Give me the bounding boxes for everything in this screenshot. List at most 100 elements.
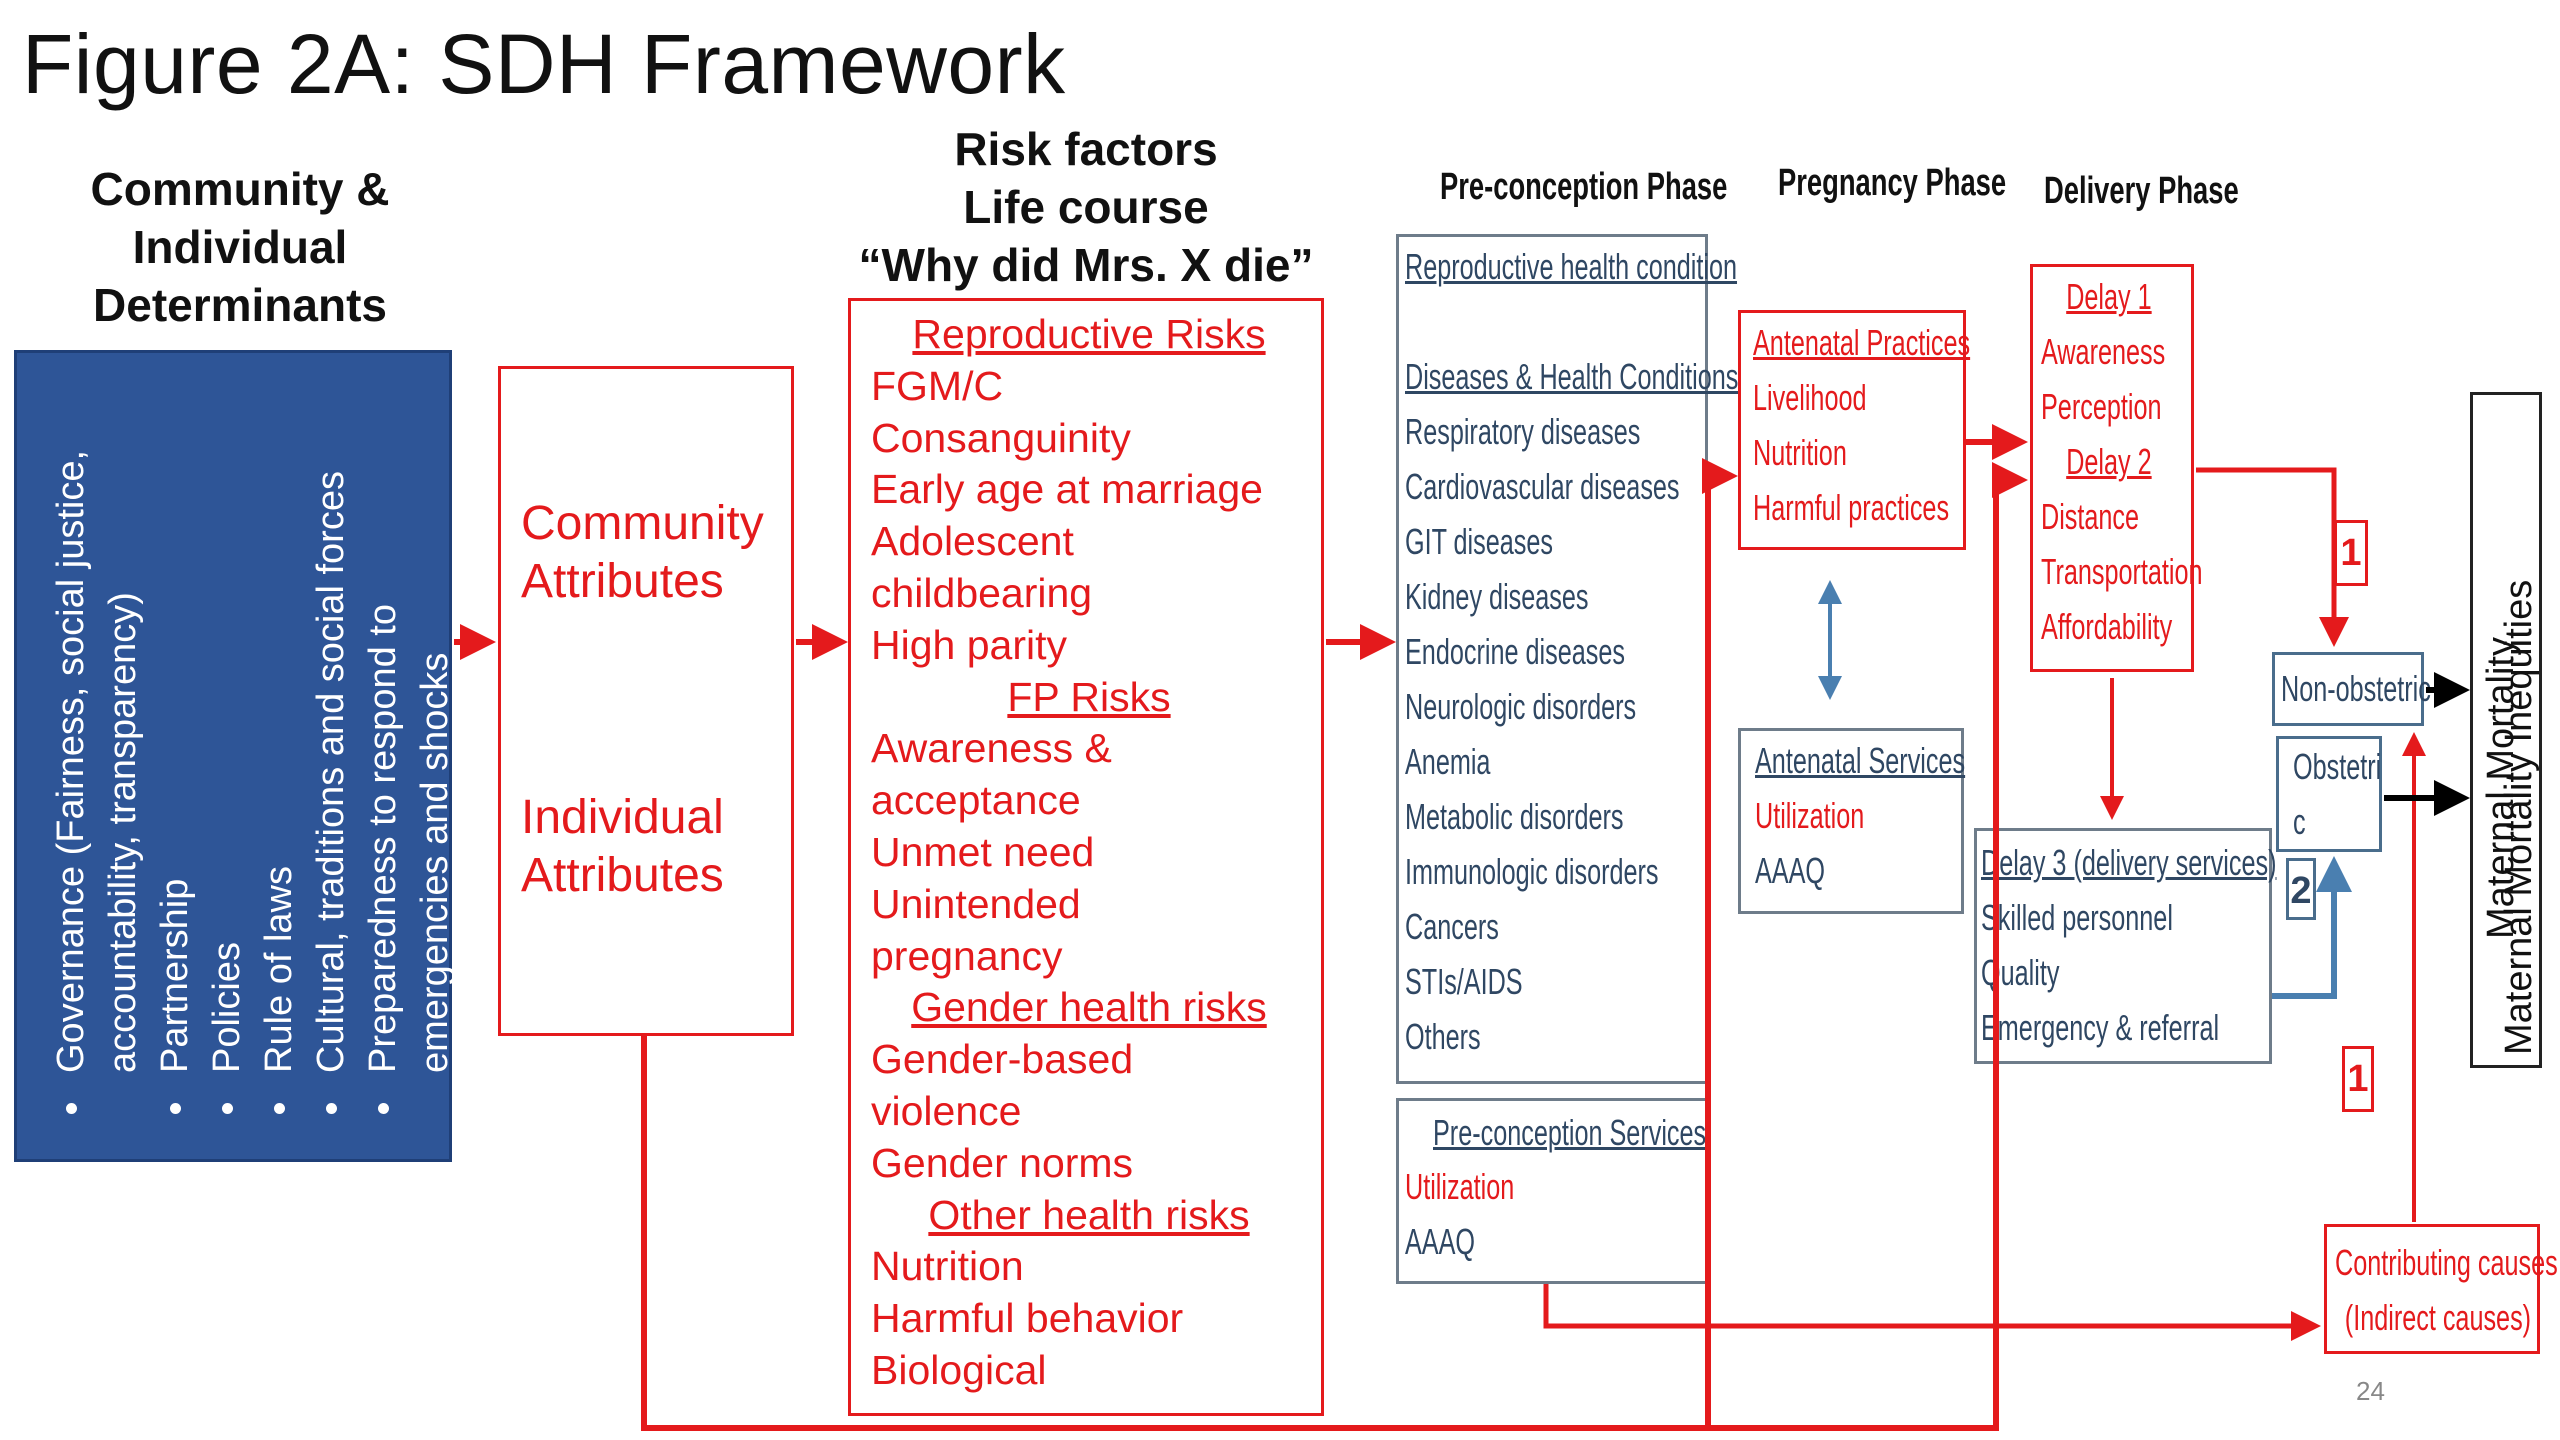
preconception-conditions-list: Reproductive health condition Diseases &… <box>1405 239 1738 1064</box>
risk-heading-line: “Why did Mrs. X die” <box>858 239 1314 291</box>
practice-item: Nutrition <box>1753 432 1847 473</box>
preconception-conditions-box: Reproductive health condition Diseases &… <box>1396 234 1738 1084</box>
arrow-services-contributing <box>1543 1284 2321 1341</box>
risk-item: Nutrition <box>871 1243 1024 1290</box>
practice-item: Harmful practices <box>1753 487 1950 528</box>
delay-item: Transportation <box>2041 551 2203 592</box>
risk-item: pregnancy <box>871 932 1063 979</box>
disease-item: Neurologic disorders <box>1405 686 1637 727</box>
contributing-line: Contributing causes <box>2335 1242 2558 1283</box>
risk-category-heading: FP Risks <box>1007 673 1171 720</box>
risk-item: acceptance <box>871 777 1081 824</box>
risk-item: Biological <box>871 1346 1047 1393</box>
risk-item: Gender-based <box>871 1036 1134 1083</box>
antenatal-services-heading: Antenatal Services <box>1755 740 1966 781</box>
obstetric-line: c <box>2293 801 2306 842</box>
delay-1-heading: Delay 1 <box>2066 276 2152 317</box>
preconception-services-items: Utilization AAAQ <box>1405 1159 1514 1269</box>
preconception-aaaq: AAAQ <box>1405 1221 1476 1262</box>
obstetric-box: Obstetri c <box>2276 736 2382 852</box>
antenatal-services-box: Antenatal Services Utilization AAAQ <box>1738 728 1965 914</box>
arrow-delay-2-non-obstetric <box>2196 467 2349 647</box>
delay-2-heading: Delay 2 <box>2066 441 2152 482</box>
obstetric-line: Obstetri <box>2293 746 2382 787</box>
preconception-services-heading: Pre-conception Services <box>1433 1112 1707 1153</box>
risk-item: Consanguinity <box>871 414 1131 461</box>
preconception-phase-heading: Pre-conception Phase <box>1440 166 1728 208</box>
community-attributes-line: Community <box>521 497 764 550</box>
delay-1-2-list: Delay 1 Awareness Perception Delay 2 Dis… <box>2041 269 2203 654</box>
marker-one: 1 <box>2342 1046 2374 1112</box>
loop-to-antenatal <box>1702 458 1738 1428</box>
antenatal-aaaq: AAAQ <box>1755 850 1826 891</box>
delay-item: Awareness <box>2041 331 2166 372</box>
preconception-services-title: Pre-conception Services <box>1433 1105 1706 1160</box>
individual-attributes-line: Individual <box>521 791 724 844</box>
delay-3-box: Delay 3 (delivery services) Skilled pers… <box>1974 828 2276 1064</box>
delay-item: Perception <box>2041 386 2162 427</box>
delay-3-heading: Delay 3 (delivery services) <box>1981 842 2277 883</box>
preconception-services-box: Pre-conception Services Utilization AAAQ <box>1396 1098 1708 1284</box>
determinants-heading-line: Individual <box>132 221 348 273</box>
delay-3-item: Skilled personnel <box>1981 897 2173 938</box>
disease-item: STIs/AIDS <box>1405 961 1523 1002</box>
risk-category-heading: Reproductive Risks <box>912 311 1266 357</box>
obstetric-label: Obstetri c <box>2293 739 2381 849</box>
risk-heading-line: Risk factors <box>954 123 1218 175</box>
determinants-heading-line: Community & <box>90 163 390 215</box>
risk-item: High parity <box>871 621 1067 668</box>
contributing-causes-label: Contributing causes (Indirect causes) <box>2335 1235 2558 1345</box>
antenatal-services-list: Antenatal Services Utilization AAAQ <box>1755 733 1965 898</box>
delay-3-item: Emergency & referral <box>1981 1007 2220 1048</box>
risk-item: childbearing <box>871 569 1093 616</box>
risk-category-heading: Gender health risks <box>911 984 1267 1031</box>
page-number: 24 <box>2356 1376 2385 1406</box>
diseases-heading: Diseases & Health Conditions <box>1405 356 1739 397</box>
individual-attributes: Individual Attributes <box>521 789 724 905</box>
reproductive-health-condition: Reproductive health condition <box>1405 246 1738 287</box>
risk-heading: Risk factors Life course “Why did Mrs. X… <box>826 120 1346 294</box>
antenatal-practices-list: Antenatal Practices Livelihood Nutrition… <box>1753 315 1970 535</box>
determinants-heading-line: Determinants <box>93 279 387 331</box>
delay-1-2-box: Delay 1 Awareness Perception Delay 2 Dis… <box>2030 264 2203 672</box>
disease-item: Others <box>1405 1016 1481 1057</box>
risk-item: Awareness & <box>871 725 1112 772</box>
antenatal-practices-box: Antenatal Practices Livelihood Nutrition… <box>1738 310 1970 550</box>
slide-title: Figure 2A: SDH Framework <box>22 17 1066 111</box>
risk-item: Gender norms <box>871 1139 1134 1186</box>
attributes-box: Community Attributes Individual Attribut… <box>498 366 794 1036</box>
contributing-line: (Indirect causes) <box>2344 1297 2532 1338</box>
antenatal-practices-heading: Antenatal Practices <box>1753 322 1971 363</box>
community-attributes-line: Attributes <box>521 555 724 608</box>
disease-item: Anemia <box>1405 741 1491 782</box>
non-obstetric-label: Non-obstetric <box>2281 668 2431 709</box>
risk-item: Early age at marriage <box>871 466 1263 513</box>
marker-two: 2 <box>2286 858 2316 920</box>
disease-item: GIT diseases <box>1405 521 1554 562</box>
disease-item: Kidney diseases <box>1405 576 1589 617</box>
delay-item: Distance <box>2041 496 2140 537</box>
antenatal-utilization: Utilization <box>1755 795 1865 836</box>
disease-item: Cancers <box>1405 906 1499 947</box>
risk-item: Harmful behavior <box>871 1295 1184 1342</box>
risk-item: Unintended <box>871 880 1081 927</box>
disease-item: Endocrine diseases <box>1405 631 1625 672</box>
delay-3-list: Delay 3 (delivery services) Skilled pers… <box>1981 835 2276 1055</box>
disease-item: Cardiovascular diseases <box>1405 466 1680 507</box>
disease-item: Respiratory diseases <box>1405 411 1641 452</box>
determinants-panel: Governance (Fairness, social justice, ac… <box>14 350 456 1162</box>
community-attributes: Community Attributes <box>521 495 764 611</box>
risk-heading-line: Life course <box>963 181 1209 233</box>
delay-item: Affordability <box>2041 606 2173 647</box>
determinants-heading: Community & Individual Determinants <box>40 160 440 334</box>
risk-item: violence <box>871 1087 1022 1134</box>
arrow-delay-3-obstetric <box>2272 856 2352 999</box>
disease-item: Metabolic disorders <box>1405 796 1624 837</box>
non-obstetric-box: Non-obstetric <box>2272 652 2431 726</box>
pregnancy-phase-heading: Pregnancy Phase <box>1778 162 2007 204</box>
outcome-box: Maternal Mortality Maternal Mortality In… <box>2470 392 2542 1068</box>
risk-item: FGM/C <box>871 362 1004 409</box>
